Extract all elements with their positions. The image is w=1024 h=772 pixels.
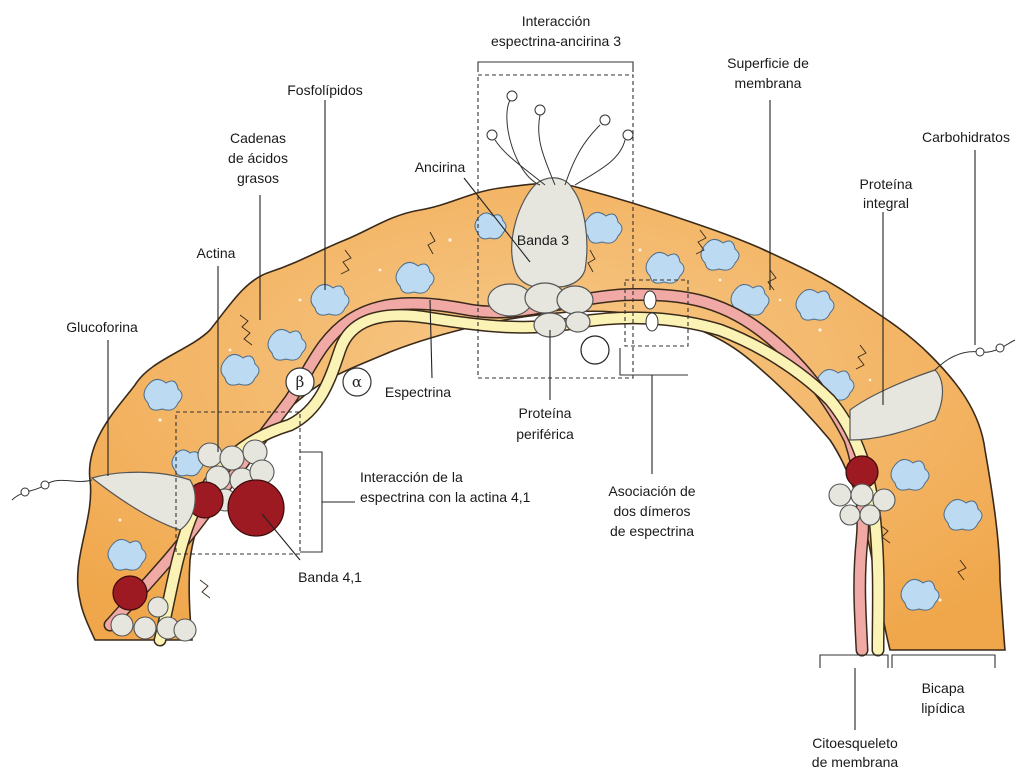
interaction-spectrin-actin-line2: espectrina con la actina 4,1 bbox=[360, 489, 531, 505]
membrane-cytoskeleton-line2: de membrana bbox=[812, 754, 899, 770]
fatty-acid-chains-line2: de ácidos bbox=[228, 150, 288, 166]
membrane-cytoskeleton-line1: Citoesqueleto bbox=[812, 735, 898, 751]
phospholipids-label: Fosfolípidos bbox=[287, 82, 362, 98]
lipid-bilayer-line1: Bicapa bbox=[922, 680, 965, 696]
dimer-association-line2: dos dímeros bbox=[613, 503, 690, 519]
bracket-bottom-cyto bbox=[820, 655, 888, 668]
band41-label: Banda 4,1 bbox=[298, 569, 362, 585]
lipid-bilayer-line2: lipídica bbox=[921, 700, 965, 716]
ankyrin-label: Ancirina bbox=[415, 159, 466, 175]
carbohydrate-chains-top bbox=[487, 91, 633, 185]
membrane-surface-line1: Superficie de bbox=[727, 55, 809, 71]
integral-protein-line1: Proteína bbox=[860, 176, 913, 192]
interaction-spectrin-ankyrin-line1: Interacción bbox=[522, 13, 590, 29]
beta-label: β bbox=[296, 373, 305, 391]
glycophorin-label: Glucoforina bbox=[66, 319, 138, 335]
alpha-label: α bbox=[352, 373, 362, 391]
carbohydrates-label: Carbohidratos bbox=[922, 129, 1010, 145]
band41-protein-right bbox=[846, 456, 878, 488]
bracket-actin bbox=[300, 452, 322, 552]
membrane-surface-line2: membrana bbox=[735, 75, 802, 91]
band3-label: Banda 3 bbox=[517, 232, 569, 248]
fatty-acid-chains-line1: Cadenas bbox=[230, 130, 286, 146]
dimer-association-line3: de espectrina bbox=[610, 523, 694, 539]
integral-protein-line2: integral bbox=[863, 195, 909, 211]
fatty-acid-chains-line3: grasos bbox=[237, 170, 279, 186]
interaction-spectrin-actin-line1: Interacción de la bbox=[360, 469, 463, 485]
peripheral-protein-line1: Proteína bbox=[519, 405, 572, 421]
actin-label: Actina bbox=[197, 245, 236, 261]
bracket-dimer bbox=[620, 348, 688, 375]
interaction-spectrin-ankyrin-line2: espectrina-ancirina 3 bbox=[491, 33, 621, 49]
spectrin-label: Espectrina bbox=[385, 384, 451, 400]
dimer-association-line1: Asociación de bbox=[608, 483, 695, 499]
bracket-top bbox=[478, 62, 633, 72]
bracket-bottom-lipid bbox=[892, 655, 995, 668]
peripheral-protein-line2: periférica bbox=[516, 426, 574, 442]
